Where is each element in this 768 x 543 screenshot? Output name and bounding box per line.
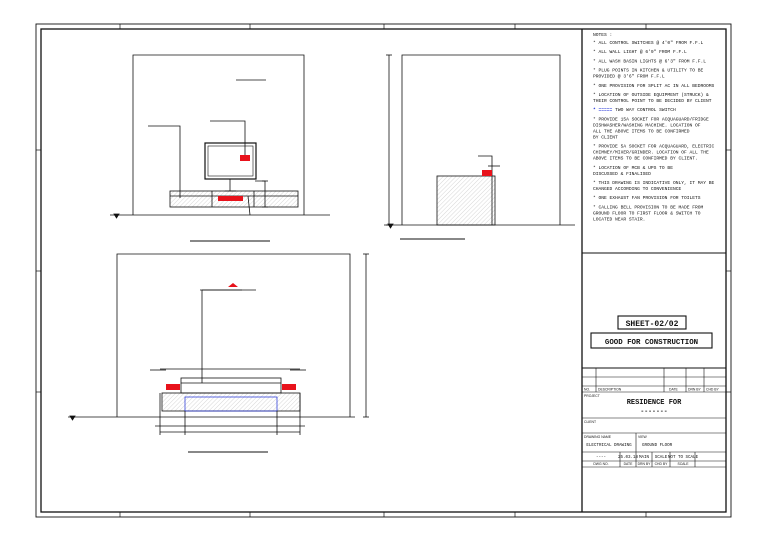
rev-checked-by-header: CHD BY	[706, 388, 720, 392]
rev-date-header: DATE	[669, 388, 679, 392]
note-line: * ALL CONTROL SWITCHES @ 4'0" FROM F.F.L	[593, 40, 704, 46]
side-cabinet	[436, 175, 496, 226]
project-label: PROJECT	[584, 394, 600, 398]
scale-label: SCALE	[655, 456, 668, 460]
lower-wall-elevation	[68, 253, 369, 453]
tv-unit-socket-red	[218, 196, 243, 201]
note-line: DISCUSSED & FINALISED	[593, 171, 651, 177]
scale-label-bottom: SCALE	[677, 462, 689, 466]
note-line: * LOCATION OF OUTSIDE EQUIPMENT (STRUCK)…	[593, 92, 709, 98]
status-label: GOOD FOR CONSTRUCTION	[605, 339, 698, 347]
note-line: * PLUG POINTS IN KITCHEN & UTILITY TO BE	[593, 68, 704, 74]
sheet-label: SHEET-02/02	[626, 320, 679, 329]
tv-socket-red	[240, 155, 250, 161]
rev-description-header: DESCRIPTION	[598, 388, 622, 392]
note-line: * LOCATION OF MCB & UPS TO BE	[593, 165, 673, 171]
rev-drawn-by-header: DRN BY	[688, 388, 702, 392]
project-subtitle: -------	[640, 408, 667, 415]
checked-by-label: CHD BY	[655, 462, 669, 466]
tv-wall-elevation	[110, 54, 330, 242]
side-socket-red	[482, 170, 492, 176]
light-point-red	[228, 283, 238, 287]
client-label: CLIENT	[584, 420, 596, 424]
note-line: ALL THE ABOVE ITEMS TO BE CONFIRMED	[593, 128, 690, 134]
note-line: CHANGED ACCORDING TO CONVENIENCE	[593, 186, 681, 192]
rev-no-header: NO.	[584, 388, 590, 392]
project-title: RESIDENCE FOR	[627, 399, 682, 407]
sheet-border	[35, 23, 732, 518]
drawing-name-label: DRAWING NAME	[584, 435, 612, 439]
lower-cabinet	[161, 392, 301, 412]
view-value: GROUND FLOOR	[642, 444, 673, 448]
scale-value: NOT TO SCALE	[668, 456, 699, 460]
dwg-no-label: DWG NO.	[593, 462, 608, 466]
notes-heading: NOTES :	[593, 32, 612, 38]
note-line: * ONE PROVISION FOR SPLIT AC IN ALL BEDR…	[593, 83, 715, 89]
note-line: DISHWASHER/WASHING MACHINE. LOCATION OF	[593, 122, 701, 128]
drawing-no-value: ----	[596, 456, 606, 460]
sheet-label-box	[617, 315, 687, 330]
note-line: * ALL WALL LIGHT @ 6'9" FROM F.F.L	[593, 49, 687, 55]
note-line: LOCATED NEAR STAIR.	[593, 216, 645, 222]
date-value: 25.03.18	[618, 456, 639, 460]
drawing-name-value: ELECTRICAL DRAWING	[586, 444, 632, 448]
note-line: * CALLING BELL PROVISION TO BE MADE FROM	[593, 204, 704, 210]
date-label: DATE	[624, 462, 634, 466]
side-wall-elevation	[384, 54, 575, 240]
notes-block: NOTES : * ALL CONTROL SWITCHES @ 4'0" FRO…	[593, 32, 715, 222]
lower-socket-red-right	[282, 384, 296, 390]
note-line: PROVIDED @ 3'6" FROM F.F.L	[593, 74, 665, 80]
note-line: GROUND FLOOR TO FIRST FLOOR & SWITCH TO	[593, 210, 701, 216]
note-line: * PROVIDE 5A SOCKET FOR ACQUAGUARD, ELEC…	[593, 144, 715, 150]
note-line: * ONE EXHAUST FAN PROVISION FOR TOILETS	[593, 195, 701, 201]
note-line: CHIMNEY/MIXER/GRINDER. LOCATION OF ALL T…	[593, 150, 709, 156]
note-line: * PROVIDE 15A SOCKET FOR ACQUAGUARD/FRID…	[593, 116, 709, 122]
note-item: * ===== TWO WAY CONTROL SWITCH	[593, 107, 676, 113]
title-block	[581, 29, 726, 512]
drawn-by-label: DRN BY	[638, 462, 652, 466]
lower-socket-red-left	[166, 384, 180, 390]
note-line: BY CLIENT	[593, 134, 618, 140]
status-box	[590, 332, 713, 349]
note-line: ABOVE ITEMS TO BE CONFIRMED BY CLIENT.	[593, 156, 698, 162]
view-label: VIEW	[638, 435, 647, 439]
note-line: * THIS DRAWING IS INDICATIVE ONLY, IT MA…	[593, 180, 715, 186]
main-value: MAIN	[639, 456, 650, 460]
note-line: * ALL WASH BASIN LIGHTS @ 6'3" FROM F.F.…	[593, 58, 706, 64]
note-line: THEIR CONTROL POINT TO BE DECIDED BY CLI…	[593, 98, 712, 104]
